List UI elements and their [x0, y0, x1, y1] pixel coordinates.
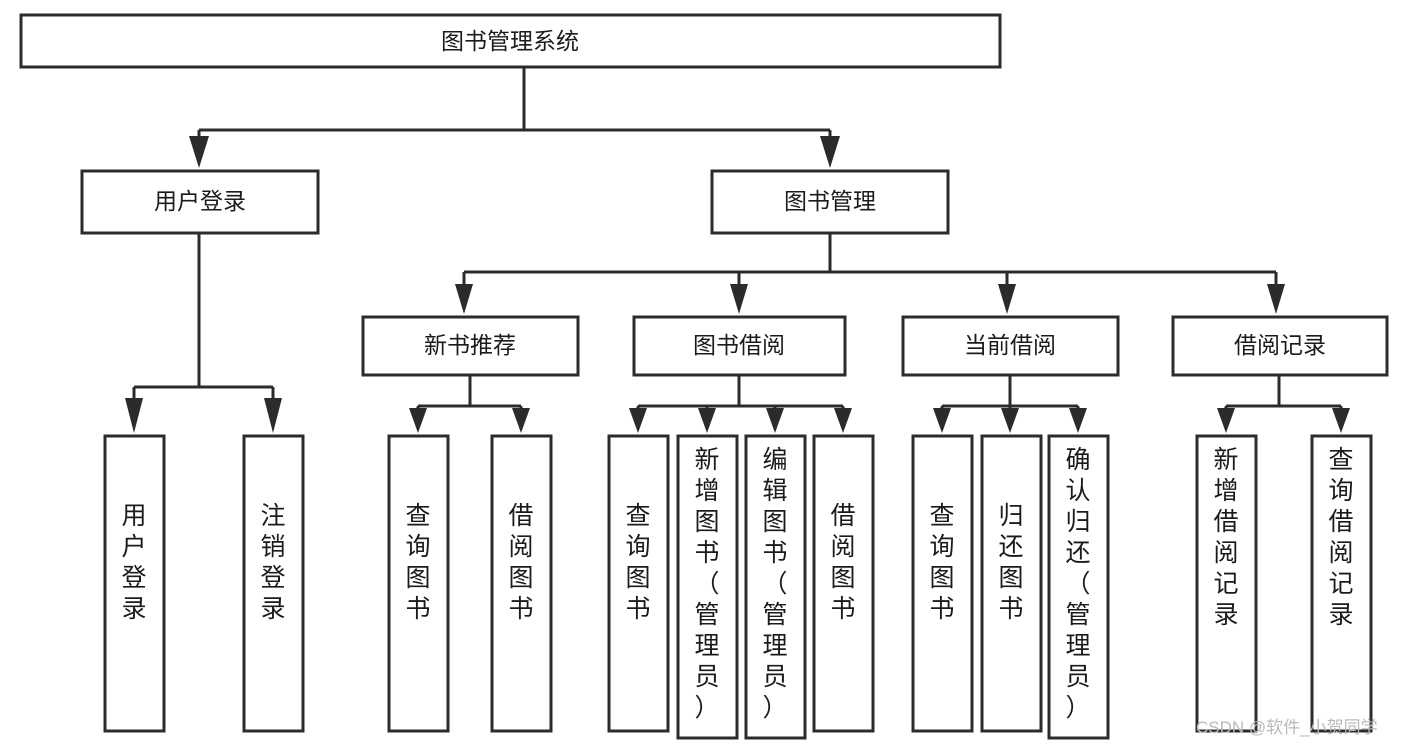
arrowhead-to-leaf-borrow-book-1 — [512, 408, 530, 433]
node-leaf-query-book-1-label: 查询图书 — [405, 502, 430, 623]
arrowhead-to-book-borrow — [730, 284, 748, 314]
node-leaf-query-record-label: 查询借阅记录 — [1328, 446, 1353, 629]
arrowhead-to-leaf-user-logout — [264, 398, 282, 433]
arrowhead-to-leaf-query-record — [1332, 408, 1350, 433]
node-current-borrow-label: 当前借阅 — [964, 332, 1056, 358]
node-current-borrow[interactable]: 当前借阅 — [901, 315, 1120, 377]
arrowhead-to-leaf-query-book-1 — [409, 408, 427, 433]
node-leaf-add-record-box[interactable] — [1195, 434, 1258, 733]
node-leaf-user-logout[interactable]: 注销登录 — [242, 434, 305, 733]
arrowhead-root-to-book-manage — [820, 136, 840, 168]
node-leaf-add-book[interactable]: 新增图书（管理员） — [676, 434, 739, 740]
arrowhead-to-leaf-user-login — [125, 398, 143, 433]
arrowhead-to-leaf-query-book-2 — [629, 408, 647, 433]
arrowhead-to-current-borrow — [998, 284, 1016, 314]
node-leaf-query-book-3[interactable]: 查询图书 — [911, 434, 974, 733]
node-root-box[interactable] — [19, 13, 1002, 69]
arrowhead-to-leaf-add-record — [1217, 408, 1235, 433]
node-leaf-borrow-book-1-box[interactable] — [490, 434, 553, 733]
node-leaf-edit-book-box[interactable] — [744, 434, 807, 740]
node-borrow-record[interactable]: 借阅记录 — [1171, 315, 1389, 377]
node-book-manage-label: 图书管理 — [784, 188, 876, 214]
node-leaf-query-record-box[interactable] — [1310, 434, 1373, 733]
node-leaf-borrow-book-2-box[interactable] — [812, 434, 875, 733]
node-leaf-query-book-3-label: 查询图书 — [929, 502, 954, 623]
node-root[interactable]: 图书管理系统 — [19, 13, 1002, 69]
arrowhead-to-leaf-edit-book — [766, 408, 784, 433]
node-book-manage[interactable]: 图书管理 — [710, 169, 950, 235]
node-book-manage-box[interactable] — [710, 169, 950, 235]
node-leaf-query-book-2-label: 查询图书 — [625, 502, 650, 623]
arrowhead-to-new-book-recommend — [455, 284, 473, 314]
node-leaf-add-record[interactable]: 新增借阅记录 — [1195, 434, 1258, 733]
node-leaf-edit-book[interactable]: 编辑图书（管理员） — [744, 434, 807, 740]
node-current-borrow-box[interactable] — [901, 315, 1120, 377]
arrowhead-to-leaf-query-book-3 — [933, 408, 951, 433]
node-leaf-confirm-return-label: 确认归还（管理员） — [1065, 446, 1090, 722]
node-book-borrow-box[interactable] — [632, 315, 847, 377]
node-leaf-user-logout-box[interactable] — [242, 434, 305, 733]
node-leaf-return-book-box[interactable] — [980, 434, 1043, 733]
node-leaf-user-login-label: 用户登录 — [121, 502, 146, 623]
node-root-label: 图书管理系统 — [441, 28, 579, 54]
node-borrow-record-box[interactable] — [1171, 315, 1389, 377]
node-leaf-borrow-book-1-label: 借阅图书 — [508, 502, 533, 623]
node-leaf-user-login-box[interactable] — [103, 434, 166, 733]
node-leaf-borrow-book-1[interactable]: 借阅图书 — [490, 434, 553, 733]
node-book-borrow[interactable]: 图书借阅 — [632, 315, 847, 377]
node-leaf-return-book[interactable]: 归还图书 — [980, 434, 1043, 733]
csdn-watermark: CSDN @软件_小贺同学 — [1196, 718, 1378, 737]
node-leaf-query-book-2-box[interactable] — [607, 434, 670, 733]
node-leaf-query-record[interactable]: 查询借阅记录 — [1310, 434, 1373, 733]
node-leaf-query-book-1-box[interactable] — [387, 434, 450, 733]
node-book-borrow-label: 图书借阅 — [693, 332, 785, 358]
node-leaf-add-book-label: 新增图书（管理员） — [694, 446, 719, 722]
node-leaf-confirm-return[interactable]: 确认归还（管理员） — [1047, 434, 1110, 740]
node-leaf-borrow-book-2-label: 借阅图书 — [830, 502, 855, 623]
node-leaf-edit-book-label: 编辑图书（管理员） — [762, 446, 787, 722]
node-leaf-confirm-return-box[interactable] — [1047, 434, 1110, 740]
node-borrow-record-label: 借阅记录 — [1234, 332, 1326, 358]
arrowhead-to-leaf-return-book — [1001, 408, 1019, 433]
node-leaf-user-logout-label: 注销登录 — [260, 502, 285, 623]
arrowhead-to-borrow-record — [1267, 284, 1285, 314]
node-leaf-query-book-1[interactable]: 查询图书 — [387, 434, 450, 733]
node-new-book-recommend-label: 新书推荐 — [424, 332, 516, 358]
arrowhead-to-leaf-add-book — [698, 408, 716, 433]
node-new-book-recommend-box[interactable] — [361, 315, 580, 377]
node-leaf-add-record-label: 新增借阅记录 — [1213, 446, 1238, 629]
arrowhead-root-to-user-login — [189, 136, 209, 168]
node-leaf-query-book-2[interactable]: 查询图书 — [607, 434, 670, 733]
node-user-login[interactable]: 用户登录 — [80, 169, 320, 235]
node-leaf-add-book-box[interactable] — [676, 434, 739, 740]
arrowhead-to-leaf-borrow-book-2 — [834, 408, 852, 433]
node-leaf-user-login[interactable]: 用户登录 — [103, 434, 166, 733]
node-user-login-label: 用户登录 — [154, 188, 246, 214]
node-leaf-return-book-label: 归还图书 — [998, 502, 1023, 623]
node-leaf-query-book-3-box[interactable] — [911, 434, 974, 733]
node-user-login-box[interactable] — [80, 169, 320, 235]
node-leaf-borrow-book-2[interactable]: 借阅图书 — [812, 434, 875, 733]
arrowhead-to-leaf-confirm-return — [1069, 408, 1087, 433]
node-new-book-recommend[interactable]: 新书推荐 — [361, 315, 580, 377]
edges-layer — [125, 67, 1350, 433]
